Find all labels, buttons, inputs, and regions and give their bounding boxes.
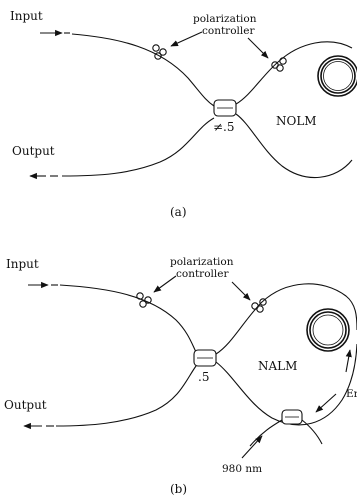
fiber-coil-a — [317, 55, 357, 97]
pc-label-b-line1: polarization — [170, 256, 234, 268]
pump-label-b: 980 nm — [222, 463, 262, 475]
panel-b: Input Output .5 NALM — [4, 256, 357, 496]
loop-upper-b — [215, 283, 357, 355]
panel-a: Input Output ≠.5 — [10, 9, 357, 219]
output-label-b: Output — [4, 398, 47, 412]
er-label-b: Er — [346, 388, 357, 400]
er-arrow-b-lower — [315, 393, 337, 413]
er-arrow-b-upper — [345, 349, 352, 373]
polarization-controller-a-left — [152, 44, 167, 60]
loop-lower-b — [215, 343, 357, 426]
loop-label-a: NOLM — [276, 114, 317, 128]
pc-arrow-b-right — [231, 281, 251, 301]
coupler-label-a: ≠.5 — [213, 120, 235, 134]
coupler-label-b: .5 — [198, 370, 209, 384]
output-label-a: Output — [12, 144, 55, 158]
polarization-controller-b-right — [251, 298, 267, 313]
fiber-coil-b — [306, 308, 350, 352]
pc-arrow-b-left — [153, 275, 177, 293]
fiber-input-a — [71, 33, 215, 107]
caption-a: (a) — [170, 205, 187, 219]
pc-label-b-line2: controller — [176, 268, 229, 280]
caption-b: (b) — [170, 482, 187, 496]
pc-label-a-line2: controller — [202, 25, 255, 37]
input-label-a: Input — [10, 9, 43, 23]
fiber-output-a — [61, 117, 215, 177]
pump-exit-fiber-b — [301, 419, 323, 445]
pc-arrow-a-right — [247, 37, 269, 59]
pump-fiber-b — [249, 419, 283, 447]
loop-label-b: NALM — [258, 359, 297, 373]
pc-arrow-a-left — [170, 31, 203, 47]
polarization-controller-a-right — [271, 57, 287, 72]
fiber-input-b — [59, 284, 197, 353]
pump-arrow-b — [241, 435, 263, 459]
loop-lower-a — [235, 113, 353, 178]
fiber-output-b — [55, 365, 197, 427]
loop-upper-a — [235, 41, 353, 105]
polarization-controller-b-left — [136, 292, 152, 308]
pc-label-a-line1: polarization — [193, 13, 257, 25]
input-label-b: Input — [6, 257, 39, 271]
